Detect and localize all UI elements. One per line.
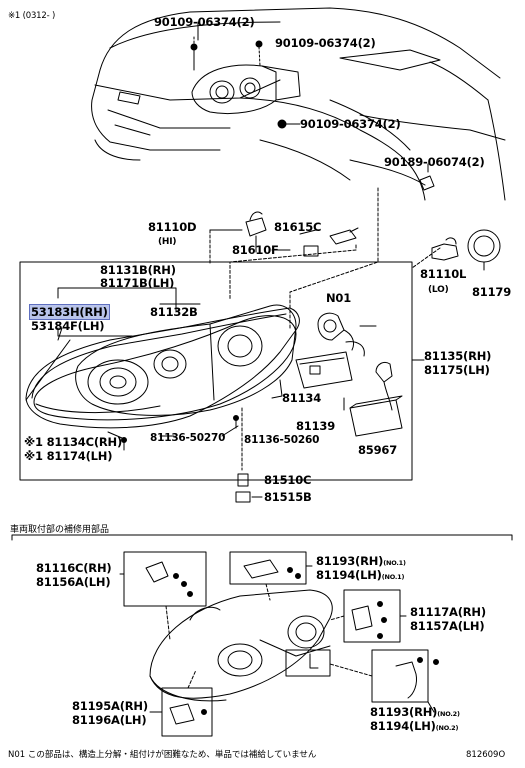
part-label-90109-b: 90109-06374(2) (275, 36, 376, 50)
repair-label-81194-no2: 81194(LH)(NO.2) (370, 720, 458, 735)
car-headlamp-thumbnail (191, 64, 301, 114)
socket-81515b (235, 491, 263, 503)
bulb-lo (431, 237, 459, 261)
part-label-81110l-sub: (LO) (428, 285, 449, 295)
bolt-top-right (255, 40, 263, 67)
part-label-81515b: 81515B (264, 490, 312, 504)
bolt-top-left (190, 35, 198, 71)
part-label-81175: 81175(LH) (424, 363, 490, 377)
part-label-53183h-highlight: 53183H(RH) (29, 304, 110, 320)
repair-label-81193-no1-note: (NO.1) (383, 559, 406, 567)
repair-label-81196a: 81196A(LH) (72, 713, 147, 727)
part-label-81131b: 81131B(RH) (100, 263, 176, 277)
part-label-90109-c: 90109-06374(2) (300, 117, 401, 131)
repair-label-81117a: 81117A(RH) (410, 605, 486, 619)
cap-81179 (467, 229, 501, 271)
box-81193-no1 (229, 551, 307, 585)
part-label-81615c: 81615C (274, 220, 322, 234)
repair-label-81194-no2-code: 81194(LH) (370, 719, 436, 733)
socket-81139 (345, 341, 393, 411)
repair-label-81194-no1-note: (NO.1) (381, 573, 405, 581)
repair-label-81193-no2: 81193(RH)(NO.2) (370, 706, 460, 721)
part-label-81136-50260: 81136-50260 (244, 434, 320, 446)
part-label-81134c: ※1 81134C(RH) (24, 435, 123, 449)
repair-label-81193-no2-code: 81193(RH) (370, 705, 438, 719)
module-81134 (295, 351, 353, 389)
part-label-53184f: 53184F(LH) (31, 319, 105, 333)
part-label-81174: ※1 81174(LH) (24, 449, 113, 463)
repair-label-81193-no1-code: 81193(RH) (316, 554, 384, 568)
n01-igniter (317, 312, 355, 351)
part-label-n01: N01 (326, 291, 352, 305)
repair-label-81156a: 81156A(LH) (36, 575, 111, 589)
part-label-81110l: 81110L (420, 267, 467, 281)
part-label-81510c: 81510C (264, 473, 312, 487)
part-label-81136-50270: 81136-50270 (150, 432, 226, 444)
section-title: 車両取付部の補修用部品 (10, 525, 110, 535)
top-note: ※1 (0312- ) (8, 11, 56, 21)
footnote: N01 この部品は、構造上分解・組付けが困難なため、単品では補給していません (8, 750, 317, 760)
part-label-53183h: 53183H(RH) (29, 304, 110, 320)
part-label-85967: 85967 (358, 443, 398, 457)
part-label-81610f: 81610F (232, 243, 279, 257)
screw-81136-50260 (233, 415, 239, 429)
repair-label-81194-no1: 81194(LH)(NO.1) (316, 569, 404, 584)
bulb-hi (245, 211, 267, 253)
screw-81136-50270 (121, 437, 127, 451)
diagram-number: 812609O (466, 750, 506, 760)
repair-label-81194-no1-code: 81194(LH) (316, 568, 382, 582)
repair-label-81195a: 81195A(RH) (72, 699, 148, 713)
part-label-81135: 81135(RH) (424, 349, 492, 363)
part-label-90109-a: 90109-06374(2) (154, 15, 255, 29)
box-81116c (123, 551, 207, 607)
part-label-81132b: 81132B (150, 305, 198, 319)
bolt-90189 (419, 163, 435, 191)
assembly-frame (19, 261, 413, 481)
repair-label-81193-no2-note: (NO.2) (437, 710, 460, 718)
box-81117a (343, 589, 401, 643)
part-label-90189: 90189-06074(2) (384, 155, 485, 169)
bulb-81610f (303, 245, 319, 257)
repair-label-81194-no2-note: (NO.2) (435, 724, 459, 732)
part-label-81179: 81179 (472, 285, 512, 299)
headlamp-bottom (149, 589, 333, 702)
repair-label-81116c: 81116C(RH) (36, 561, 112, 575)
repair-label-81157a: 81157A(LH) (410, 619, 485, 633)
part-label-81171b: 81171B(LH) (100, 276, 175, 290)
gasket (33, 315, 297, 421)
part-label-81134: 81134 (282, 391, 322, 405)
part-label-81139: 81139 (296, 419, 336, 433)
part-label-81110d: 81110D (148, 220, 197, 234)
part-label-81110d-sub: (HI) (158, 237, 177, 247)
socket-81615c (329, 227, 359, 245)
car-front-illustration (91, 7, 506, 201)
ecu-85967 (349, 395, 403, 437)
headlamp-housing (75, 304, 297, 416)
repair-label-81193-no1: 81193(RH)(NO.1) (316, 555, 406, 570)
bulb-81510c (237, 473, 263, 487)
bolt-mid (277, 119, 301, 129)
